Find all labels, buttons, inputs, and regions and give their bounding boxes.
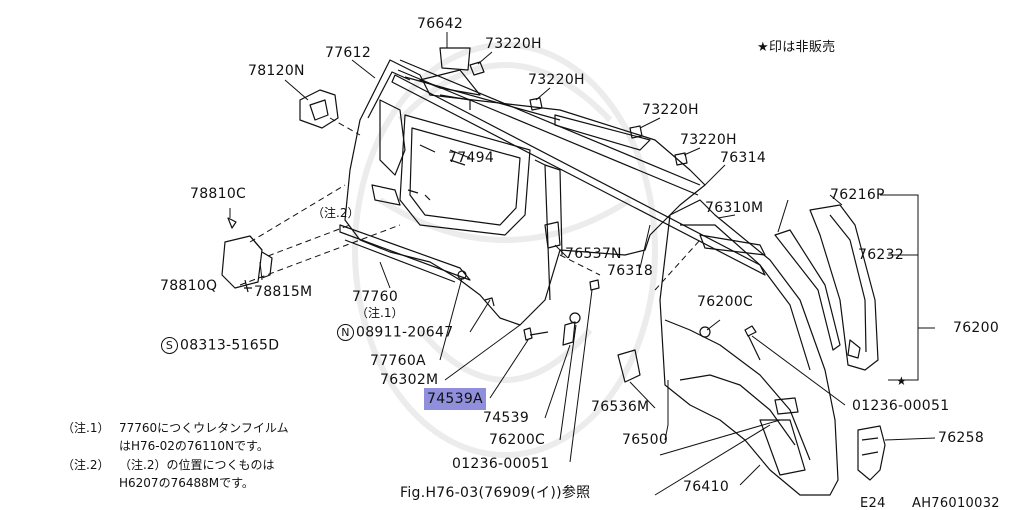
outer-quarter-panel bbox=[659, 199, 839, 496]
part-label-76500[interactable]: 76500 bbox=[622, 432, 669, 448]
part-label-76314[interactable]: 76314 bbox=[720, 150, 767, 166]
rivet-74539a bbox=[523, 327, 533, 341]
part-label-74539[interactable]: 74539 bbox=[483, 410, 530, 426]
note1-line2: はH76-02の76110Nです。 bbox=[119, 439, 269, 453]
part-label-78815m[interactable]: 78815M bbox=[254, 284, 313, 300]
pillar-trim-76216p bbox=[774, 229, 841, 351]
part-label-76537n[interactable]: 76537N bbox=[565, 246, 622, 262]
part-label-78810c[interactable]: 78810C bbox=[190, 186, 247, 202]
part-label-76200c-right[interactable]: 76200C bbox=[697, 294, 754, 310]
legend-not-for-sale: ★印は非販売 bbox=[757, 40, 836, 55]
part-label-01236-00051-bottom[interactable]: 01236-00051 bbox=[452, 456, 550, 472]
drawing-id: AH76010032 bbox=[912, 496, 1000, 510]
part-label-76258[interactable]: 76258 bbox=[938, 430, 985, 446]
part-label-77494[interactable]: 77494 bbox=[448, 150, 495, 166]
bracket-78120n bbox=[299, 89, 339, 129]
part-label-76410[interactable]: 76410 bbox=[683, 479, 730, 495]
part-label-76216p[interactable]: 76216P bbox=[830, 187, 885, 203]
note2-marker: （注.2） bbox=[312, 206, 360, 220]
part-label-76232[interactable]: 76232 bbox=[858, 247, 905, 263]
bracket-76258 bbox=[857, 425, 886, 481]
plate-76536m bbox=[617, 349, 641, 383]
part-label-73220h-1[interactable]: 73220H bbox=[485, 36, 542, 52]
note1-marker: （注.1） bbox=[356, 306, 404, 320]
pillar-76232 bbox=[809, 204, 879, 371]
part-code-08911: 08911-20647 bbox=[356, 324, 454, 341]
note2-tag: （注.2） bbox=[62, 458, 110, 472]
part-label-77760a[interactable]: 77760A bbox=[370, 353, 426, 369]
screw-01236-bottom bbox=[589, 279, 600, 291]
grommet-clip bbox=[457, 270, 467, 280]
note1-tag: （注.1） bbox=[62, 421, 110, 435]
part-label-76310m[interactable]: 76310M bbox=[705, 200, 764, 216]
figure-reference-link[interactable]: Fig.H76-03(76909(イ))参照 bbox=[400, 485, 591, 501]
sill-strip bbox=[339, 224, 471, 281]
part-label-77612[interactable]: 77612 bbox=[325, 45, 372, 61]
grommet-76200c-right bbox=[699, 326, 711, 338]
note2-line1: （注.2）の位置につくものは bbox=[119, 458, 275, 472]
part-code-08313: 08313-5165D bbox=[180, 337, 280, 354]
watermark-emblem bbox=[352, 42, 658, 458]
part-label-76200[interactable]: 76200 bbox=[953, 320, 1000, 336]
selected-part-highlight bbox=[424, 388, 486, 410]
screw-01236-right bbox=[744, 325, 757, 337]
part-label-73220h-4[interactable]: 73220H bbox=[680, 132, 737, 148]
part-label-78810q[interactable]: 78810Q bbox=[160, 278, 218, 294]
part-label-78120n[interactable]: 78120N bbox=[248, 63, 305, 79]
part-label-01236-00051-right[interactable]: 01236-00051 bbox=[852, 398, 950, 414]
part-label-76642[interactable]: 76642 bbox=[417, 16, 464, 32]
s-symbol-icon: S bbox=[161, 337, 178, 354]
part-label-74539a[interactable]: 74539A bbox=[427, 391, 483, 407]
part-label-76536m[interactable]: 76536M bbox=[591, 399, 650, 415]
note1-line1: 77760につくウレタンフイルム bbox=[119, 421, 289, 435]
part-label-76318[interactable]: 76318 bbox=[607, 263, 654, 279]
part-label-73220h-2[interactable]: 73220H bbox=[528, 72, 585, 88]
roof-rail-strip bbox=[391, 74, 766, 276]
svg-text:★: ★ bbox=[896, 374, 907, 388]
part-label-77760[interactable]: 77760 bbox=[352, 289, 399, 305]
note2-line2: H6207の76488Mです。 bbox=[119, 476, 254, 490]
n-symbol-icon: N bbox=[337, 324, 354, 341]
part-label-76200c-bottom[interactable]: 76200C bbox=[489, 432, 546, 448]
inner-side-panel bbox=[344, 59, 706, 326]
part-label-73220h-3[interactable]: 73220H bbox=[642, 102, 699, 118]
bracket-76537n bbox=[544, 221, 561, 249]
part-label-76302m[interactable]: 76302M bbox=[380, 372, 439, 388]
section-code: E24 bbox=[860, 496, 886, 510]
